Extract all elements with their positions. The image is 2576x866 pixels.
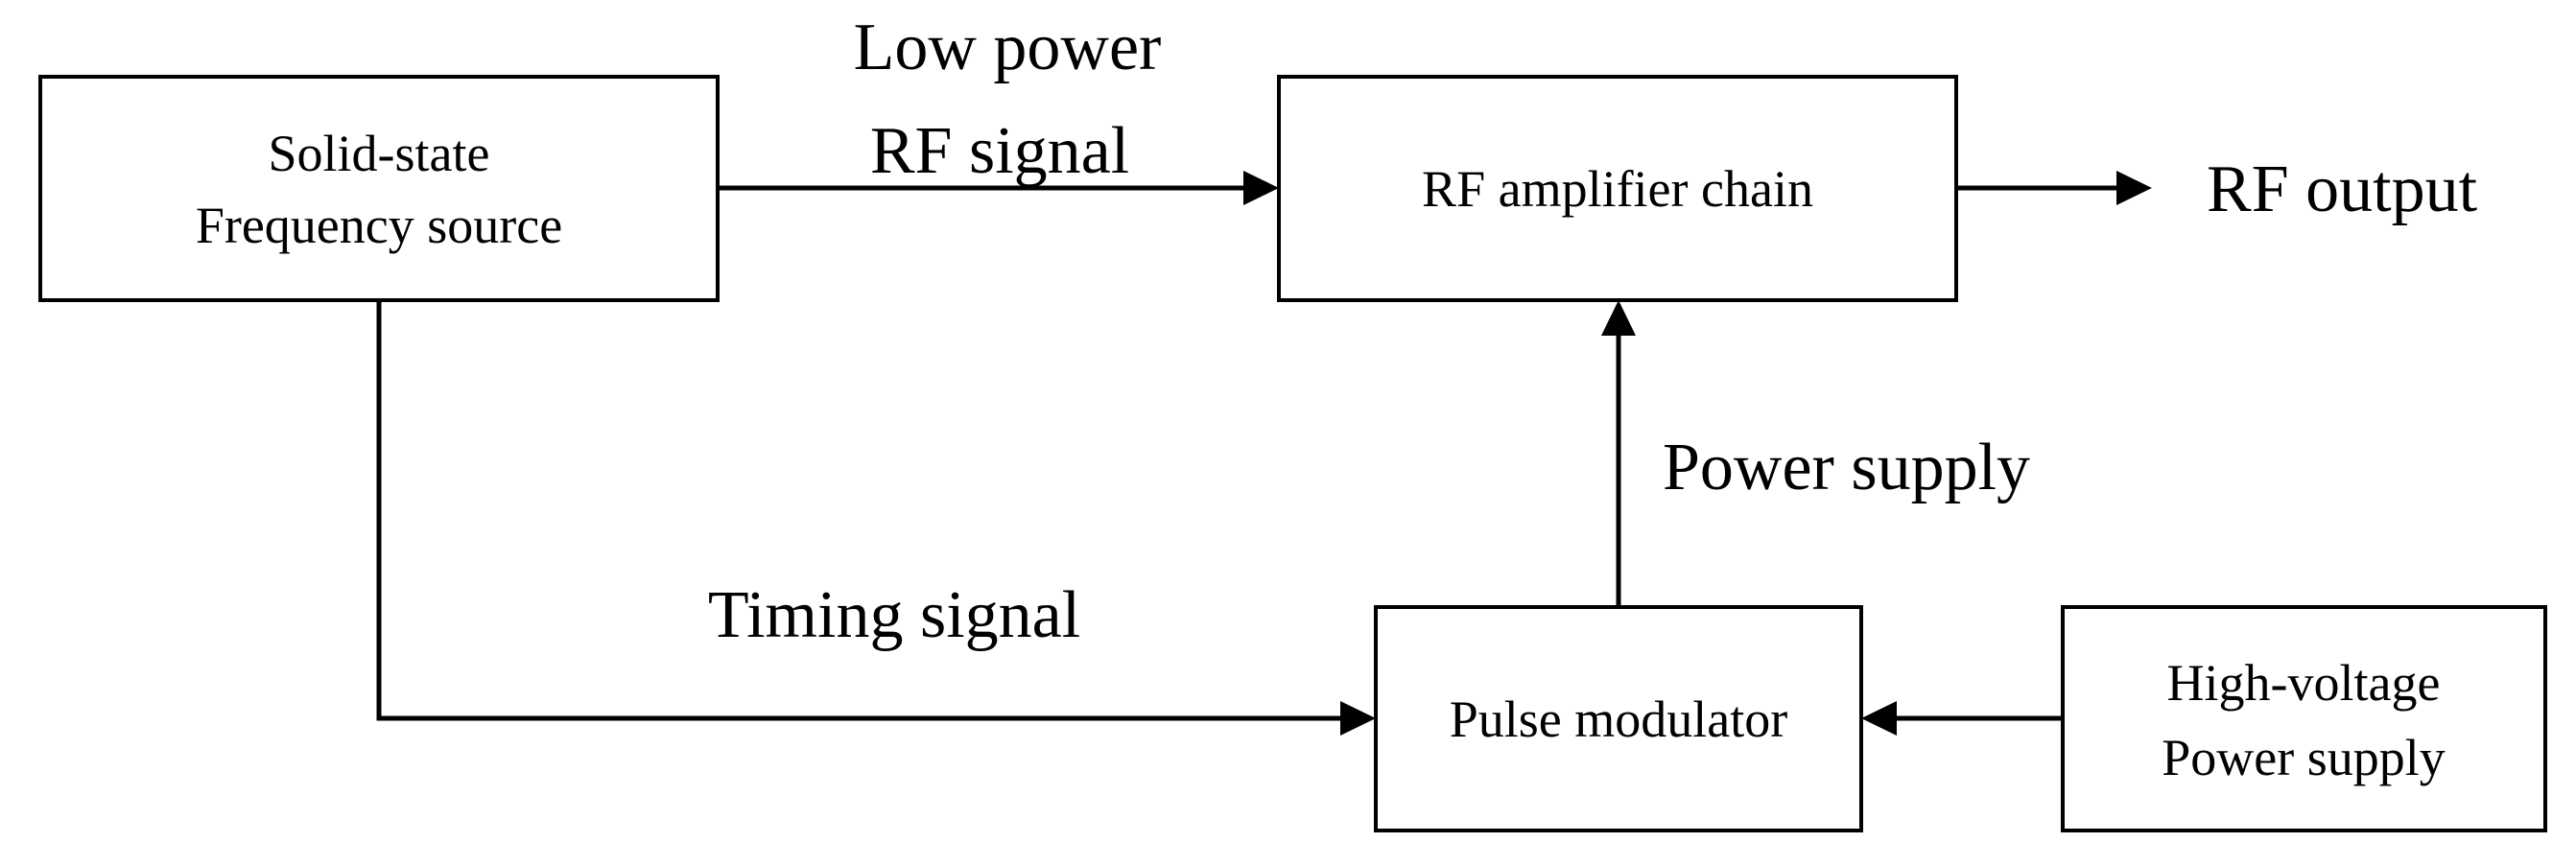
timing-signal-label: Timing signal xyxy=(708,578,1080,652)
rf-output-connection xyxy=(1956,171,2152,205)
frequency-source-label-line2: Frequency source xyxy=(196,197,562,254)
rf-signal-arrowhead xyxy=(1243,171,1279,205)
pulse-modulator-box xyxy=(1374,605,1863,832)
rf-signal-label-line2: RF signal xyxy=(870,114,1129,188)
amplifier-chain-label: RF amplifier chain xyxy=(1422,160,1813,218)
timing-signal-arrowhead xyxy=(1340,701,1376,736)
frequency-source-box xyxy=(38,75,720,302)
frequency-source-block: Solid-state Frequency source xyxy=(38,75,720,302)
hv-supply-connection xyxy=(1861,701,2063,736)
hv-supply-label-line1: High-voltage xyxy=(2167,654,2441,712)
hv-supply-label-line2: Power supply xyxy=(2162,729,2446,786)
pulse-modulator-label: Pulse modulator xyxy=(1450,690,1787,748)
amplifier-chain-box xyxy=(1277,75,1958,302)
hv-supply-arrowhead xyxy=(1861,701,1897,736)
power-supply-arrowhead xyxy=(1601,300,1636,336)
timing-signal-connection xyxy=(376,300,1376,736)
rf-output-label: RF output xyxy=(2207,152,2478,226)
rf-signal-connection xyxy=(718,171,1279,205)
rf-signal-label-line1: Low power xyxy=(854,11,1162,84)
amplifier-chain-block: RF amplifier chain xyxy=(1277,75,1958,302)
hv-supply-box xyxy=(2061,605,2547,832)
pulse-modulator-block: Pulse modulator xyxy=(1374,605,1863,832)
power-supply-label: Power supply xyxy=(1663,431,2030,504)
timing-signal-wire xyxy=(376,300,1342,721)
rf-output-arrowhead xyxy=(2116,171,2152,205)
power-supply-connection xyxy=(1601,300,1636,607)
hv-supply-block: High-voltage Power supply xyxy=(2061,605,2547,832)
frequency-source-label-line1: Solid-state xyxy=(269,125,490,182)
